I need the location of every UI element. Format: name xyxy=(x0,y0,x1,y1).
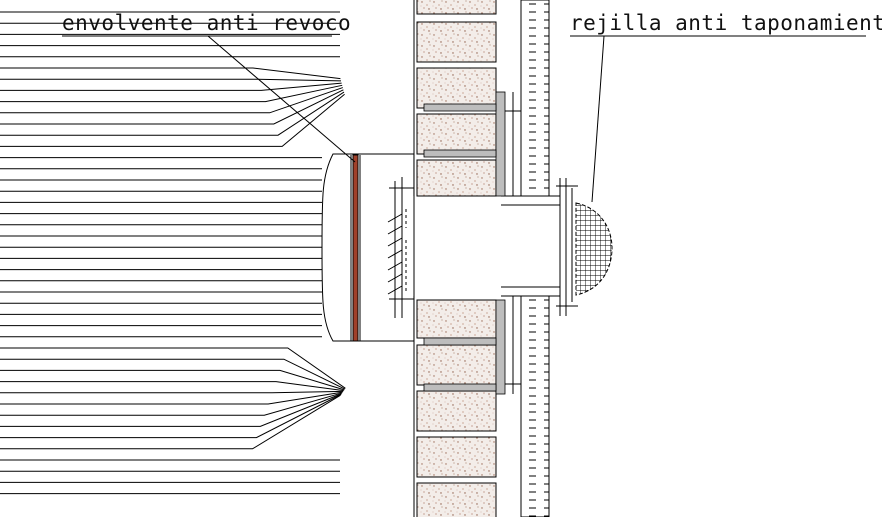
insulation-strand xyxy=(0,394,342,439)
anti-revoco-envelope xyxy=(321,153,414,342)
louver-blade xyxy=(387,237,403,247)
brick xyxy=(416,299,497,339)
louver-blade xyxy=(387,285,403,295)
brick xyxy=(416,159,497,197)
profile-lines xyxy=(505,92,521,394)
leader-lines xyxy=(62,35,866,203)
brick xyxy=(416,482,497,517)
inner-louvers xyxy=(387,177,414,318)
insulation-strand xyxy=(0,84,343,103)
brick-wall xyxy=(413,0,501,517)
brick xyxy=(416,390,497,432)
insulation-strand xyxy=(0,78,342,82)
insulation-strand xyxy=(0,381,344,392)
insulation-strand xyxy=(0,392,343,416)
outer-grille-frame xyxy=(556,178,578,316)
insulation-strands xyxy=(0,11,346,495)
louver-blade xyxy=(387,225,403,235)
insulation-strand xyxy=(0,369,345,391)
louver-blade xyxy=(387,261,403,271)
brick xyxy=(416,0,497,15)
insulation-strand xyxy=(0,67,341,80)
insulation-strand xyxy=(0,93,345,147)
brick xyxy=(416,67,497,109)
insulation-strand xyxy=(0,82,342,91)
insulation-strand xyxy=(0,390,344,394)
outer-leaf xyxy=(520,0,550,517)
insulation-strand xyxy=(0,89,344,125)
label-anti-taponamiento: rejilla anti taponamiento xyxy=(570,11,882,35)
insulation-strand xyxy=(0,394,341,450)
label-anti-revoco: envolvente anti revoco xyxy=(62,11,352,35)
insulation-strand xyxy=(0,87,343,114)
louver-blade xyxy=(387,213,403,223)
brick xyxy=(416,113,497,155)
insulation-strand xyxy=(0,393,342,427)
brick xyxy=(416,21,497,63)
anti-clog-grille xyxy=(575,202,613,296)
louver-blade xyxy=(387,273,403,283)
brick xyxy=(416,436,497,478)
insulation-strand xyxy=(0,347,346,389)
insulation-strand xyxy=(0,91,345,136)
insulation-strand xyxy=(0,358,346,390)
mortar-profiles xyxy=(423,91,506,395)
insulation-strand xyxy=(0,391,343,405)
louver-blade xyxy=(387,249,403,259)
brick xyxy=(416,344,497,386)
